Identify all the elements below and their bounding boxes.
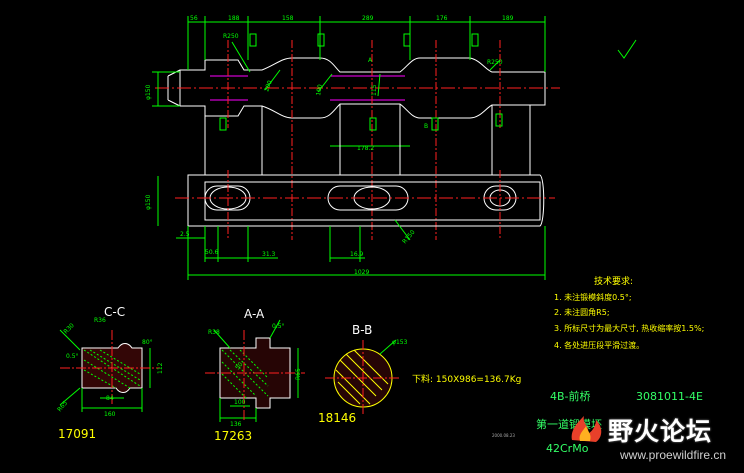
dim-r250: R250 [223, 33, 239, 40]
tech-item-4: 4. 各处进压段平滑过渡。 [554, 340, 644, 350]
dim-31-3: 31.3 [262, 251, 276, 258]
aa-dim-r38: R38 [208, 329, 220, 336]
tech-item-2: 2. 未注圆角R5; [554, 307, 610, 317]
bb-part-number: 18146 [318, 411, 356, 425]
cc-dim-112: 112 [157, 362, 164, 374]
dim-text-6: 189 [502, 15, 514, 22]
dim-178: 178.2 [357, 145, 374, 152]
aa-dim-50: 50 [234, 361, 244, 371]
dim-text-4: 289 [362, 15, 374, 22]
tech-item-1: 1. 未注锻模斜度0.5°; [554, 292, 632, 302]
cc-part-number: 17091 [58, 427, 96, 441]
title-small-note: 2000.08.23 [492, 433, 515, 438]
cc-dim-r36: R36 [94, 317, 106, 324]
tech-item-3: 3. 所标尺寸为最大尺寸, 热收缩率按1.5%; [554, 323, 704, 333]
title-block: 4B-前桥 3081011-4E 第一道锻模坯 42CrMo 2000.08.2… [492, 389, 703, 455]
material: 42CrMo [546, 442, 589, 455]
bb-dim-dia153: φ153 [392, 339, 408, 346]
dim-text-2: 188 [228, 15, 240, 22]
aa-dim-r65: R65 [295, 368, 302, 380]
dim-text-5: 176 [436, 15, 448, 22]
aa-dim-05: 0.5° [272, 323, 285, 330]
dim-text-3: 158 [282, 15, 294, 22]
upper-view [155, 40, 560, 240]
section-bb: B-B φ153 18146 [318, 323, 408, 425]
cc-dim-r65: R65 [56, 400, 69, 414]
cc-dim-r36b: R30 [62, 322, 75, 335]
bb-title: B-B [352, 323, 372, 337]
sec-a-label: A [368, 57, 373, 64]
lower-view [175, 104, 555, 240]
dim-r250-right: R250 [487, 59, 503, 66]
top-dim-texts: 56 188 158 289 176 189 R250 R250 φ150 20… [145, 15, 514, 152]
cc-dim-80: 80° [142, 339, 153, 346]
dim-115: 115 [371, 84, 378, 96]
flame-logo-icon [571, 416, 602, 442]
cc-dim-05: 0.5° [66, 353, 79, 360]
cc-title: C-C [104, 305, 125, 319]
lower-dimensions [157, 176, 546, 280]
dim-total: 1029 [354, 269, 369, 276]
dim-16-9: 16.9 [350, 251, 364, 258]
section-aa: A-A R38 0.5° 100 136 R65 50 17263 [205, 307, 305, 443]
dim-50-6: 50.6 [205, 249, 219, 256]
dim-100: 100 [315, 84, 324, 97]
aa-dim-100: 100 [234, 399, 246, 406]
dim-200: 200 [263, 79, 274, 92]
aa-part-number: 17263 [214, 429, 252, 443]
dim-dia150-lower: φ150 [145, 194, 152, 210]
drawing-number: 3081011-4E [636, 390, 703, 403]
hidden-lines [210, 75, 405, 101]
lower-dim-texts: 1029 φ150 2.5 50.6 31.3 16.9 R150 [145, 194, 417, 276]
dim-text-1: 56 [190, 15, 198, 22]
cc-dim-84: 84 [106, 395, 114, 402]
watermark-url: www.proewildfire.cn [620, 448, 727, 462]
aa-dim-136: 136 [230, 421, 242, 428]
tech-requirements: 技术要求: 1. 未注锻模斜度0.5°; 2. 未注圆角R5; 3. 所标尺寸为… [554, 275, 704, 350]
watermark: 野火论坛 www.proewildfire.cn [568, 410, 738, 468]
top-dimensions [152, 16, 637, 147]
watermark-title: 野火论坛 [608, 417, 713, 446]
dim-dia150: φ150 [145, 84, 152, 100]
material-note: 下料: 150X986=136.7Kg [412, 373, 521, 385]
dim-2-5: 2.5 [180, 231, 190, 238]
cc-dim-160: 160 [104, 411, 116, 418]
part-name: 4B-前桥 [550, 389, 591, 403]
tech-title: 技术要求: [594, 275, 633, 287]
sec-b-label: B [424, 123, 428, 130]
lower-outline [187, 174, 545, 227]
aa-title: A-A [244, 307, 265, 321]
section-cc: C-C R36 80° 0.5° R65 84 160 112 R30 1709… [56, 305, 164, 441]
